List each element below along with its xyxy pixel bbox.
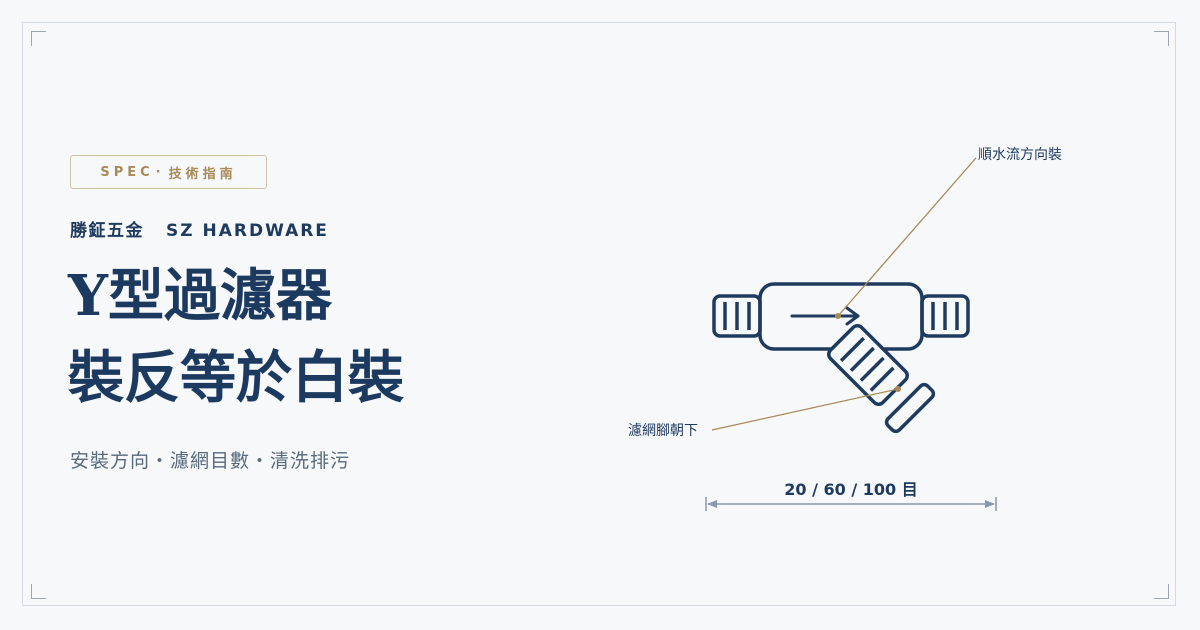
left-pipe-connector (712, 294, 762, 338)
subtitle: 安裝方向・濾網目數・清洗排污 (70, 450, 351, 472)
screen-leg (827, 324, 909, 406)
brand-name-zh: 勝鉦五金 (70, 221, 144, 241)
mesh-size-label: 20 / 60 / 100 目 (784, 480, 917, 499)
corner-mark-top-right (1154, 31, 1169, 46)
corner-mark-bottom-left (31, 584, 46, 599)
dimension-line (705, 497, 997, 511)
outer-frame (22, 22, 1176, 606)
page-title-line-2: 裝反等於白裝 (68, 345, 404, 411)
badge-guide-text: 技術指南 (168, 166, 237, 182)
flow-leader-line (837, 157, 977, 317)
flow-leader-dot (835, 313, 841, 319)
corner-mark-top-left (31, 31, 46, 46)
screen-leader-dot (895, 386, 901, 392)
screen-leader-line (711, 388, 899, 431)
page-title-line-1: Y型過濾器 (68, 263, 332, 329)
corner-mark-bottom-right (1154, 584, 1169, 599)
screen-down-label: 濾網腳朝下 (628, 423, 698, 439)
flow-direction-label: 順水流方向裝 (978, 147, 1062, 163)
flow-arrow-icon (790, 306, 860, 326)
brand-name-en: SZ HARDWARE (166, 221, 329, 241)
spec-badge: SPEC · 技術指南 (70, 155, 267, 189)
drain-cap (884, 382, 936, 434)
brand-line: 勝鉦五金 SZ HARDWARE (70, 216, 329, 241)
badge-separator: · (155, 164, 165, 180)
badge-spec-text: SPEC (100, 164, 154, 180)
right-pipe-connector (920, 294, 970, 338)
